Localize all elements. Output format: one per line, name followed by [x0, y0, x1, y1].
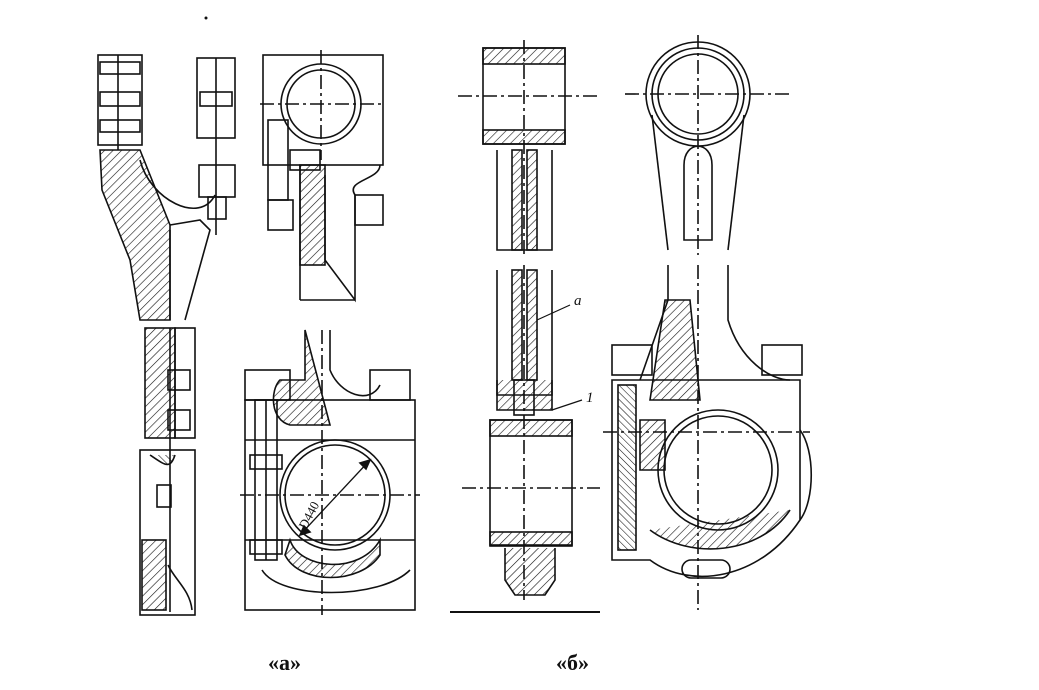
rod-cap-view-a: [240, 50, 420, 615]
rod-exterior-view-b: [603, 35, 813, 610]
callout-a-label: a: [574, 293, 582, 309]
rod-section-view-b: a 1: [450, 40, 600, 613]
callout-1-label: 1: [586, 390, 594, 406]
figure-caption-b: «б»: [556, 650, 589, 675]
ink-dot: [204, 16, 208, 20]
figure-caption-a: «а»: [268, 650, 301, 675]
fork-rod-view-a: [97, 54, 236, 616]
